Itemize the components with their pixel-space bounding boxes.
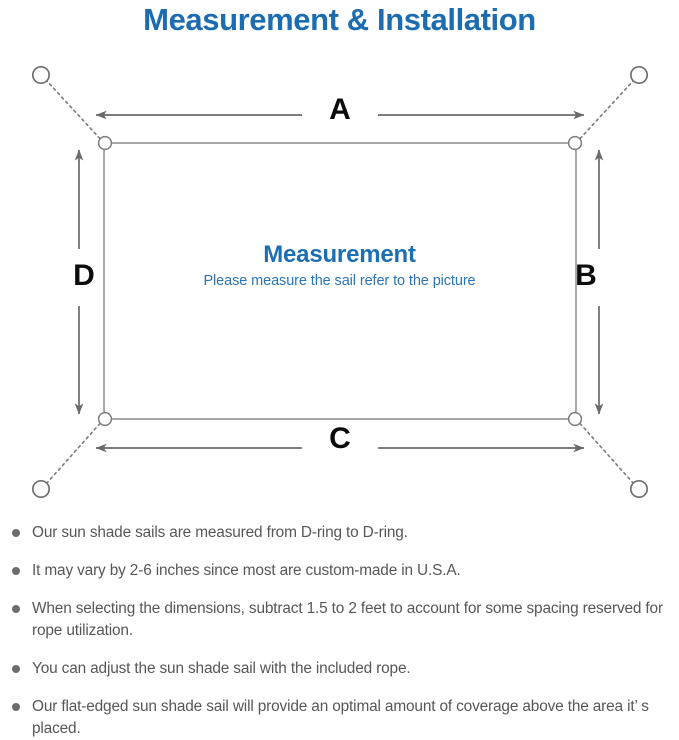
rope-line-top-right [575, 79, 635, 144]
rope-lines [45, 79, 635, 485]
list-item-text: When selecting the dimensions, subtract … [32, 600, 663, 639]
anchor-point-bottom-left [31, 479, 51, 499]
list-item: It may vary by 2-6 inches since most are… [0, 560, 679, 582]
page-title: Measurement & Installation [143, 2, 536, 37]
d-ring-bottom-left [97, 411, 113, 427]
rope-line-top-left [45, 79, 105, 144]
rope-line-bottom-right [575, 418, 635, 485]
list-item: You can adjust the sun shade sail with t… [0, 658, 679, 680]
shade-sail-body [103, 142, 577, 420]
anchor-point-top-right [629, 65, 649, 85]
rope-line-bottom-left [45, 418, 105, 485]
bullet-icon [12, 703, 20, 711]
bullet-icon [12, 605, 20, 613]
list-item-text: Our flat-edged sun shade sail will provi… [32, 698, 649, 737]
anchor-point-bottom-right [629, 479, 649, 499]
d-ring-top-left [97, 135, 113, 151]
notes-list: Our sun shade sails are measured from D-… [0, 522, 679, 740]
d-rings [97, 135, 583, 427]
dimension-label-d: D [73, 259, 95, 292]
list-item-text: You can adjust the sun shade sail with t… [32, 660, 411, 677]
anchor-point-top-left [31, 65, 51, 85]
bullet-icon [12, 665, 20, 673]
anchor-points [31, 65, 649, 499]
list-item: Our flat-edged sun shade sail will provi… [0, 696, 679, 740]
d-ring-bottom-right [567, 411, 583, 427]
list-item-text: Our sun shade sails are measured from D-… [32, 524, 408, 541]
sail-measurement-diagram [31, 65, 649, 499]
list-item-text: It may vary by 2-6 inches since most are… [32, 562, 461, 579]
dimension-label-c: C [329, 422, 351, 455]
bullet-icon [12, 529, 20, 537]
d-ring-top-right [567, 135, 583, 151]
bullet-icon [12, 567, 20, 575]
list-item: When selecting the dimensions, subtract … [0, 598, 679, 642]
list-item: Our sun shade sails are measured from D-… [0, 522, 679, 544]
dimension-label-b: B [575, 259, 597, 292]
dimension-label-a: A [329, 93, 351, 126]
